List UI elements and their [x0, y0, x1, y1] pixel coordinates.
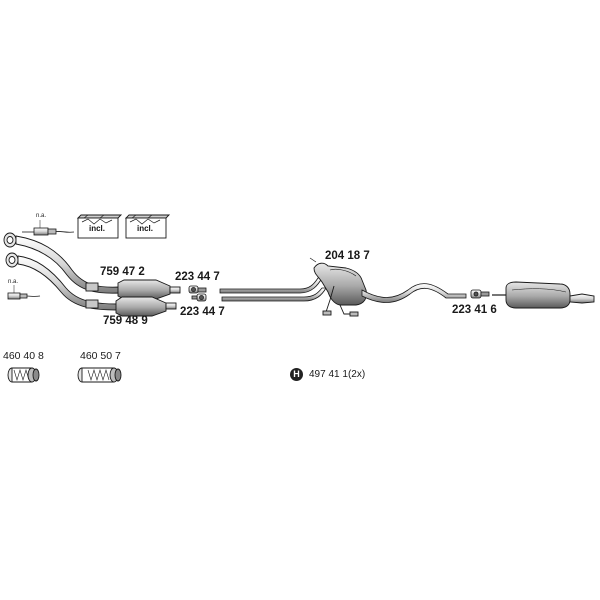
part-label-460-40-8: 460 40 8: [3, 350, 44, 362]
mounting-kit-code: 497 41 1(2x): [309, 370, 365, 380]
na-label-bottom: n.a.: [8, 279, 19, 285]
part-label-223-41-6: 223 41 6: [452, 304, 497, 316]
catalytic-converter-upper: [117, 279, 181, 300]
part-label-223-44-7-bottom: 223 44 7: [180, 306, 225, 318]
part-label-204-18-7: 204 18 7: [325, 250, 370, 262]
incl-label-right: incl.: [137, 224, 154, 233]
accessory-box-left: [76, 214, 123, 239]
part-label-759-47-2: 759 47 2: [100, 266, 145, 278]
rear-pipe: [361, 283, 467, 303]
mounting-kit-qty: (2x): [347, 369, 366, 380]
center-silencer-204-18-7: [309, 257, 367, 317]
clamp-223-41-6: [470, 289, 490, 299]
catalytic-converter-lower: [115, 296, 177, 317]
clamp-223-44-7-lower: [191, 293, 207, 302]
oxygen-sensor-bottom: [7, 285, 41, 300]
flex-pipe-460-50-7: [77, 367, 122, 383]
front-downpipe-assembly: [3, 232, 121, 311]
accessory-box-right: [124, 214, 171, 239]
oxygen-sensor-top: [22, 220, 75, 236]
part-label-223-44-7-top: 223 44 7: [175, 271, 220, 283]
intermediate-pipes: [219, 277, 327, 302]
part-label-759-48-9: 759 48 9: [103, 315, 148, 327]
clamp-223-44-7-upper: [188, 285, 207, 294]
part-label-460-50-7: 460 50 7: [80, 350, 121, 362]
flex-pipe-460-40-8: [7, 367, 40, 383]
incl-label-left: incl.: [89, 224, 106, 233]
mounting-kit-badge: H: [290, 368, 303, 381]
na-label-top: n.a.: [36, 213, 47, 219]
rear-silencer: [492, 281, 595, 309]
mounting-kit-number: 497 41 1: [309, 369, 348, 380]
